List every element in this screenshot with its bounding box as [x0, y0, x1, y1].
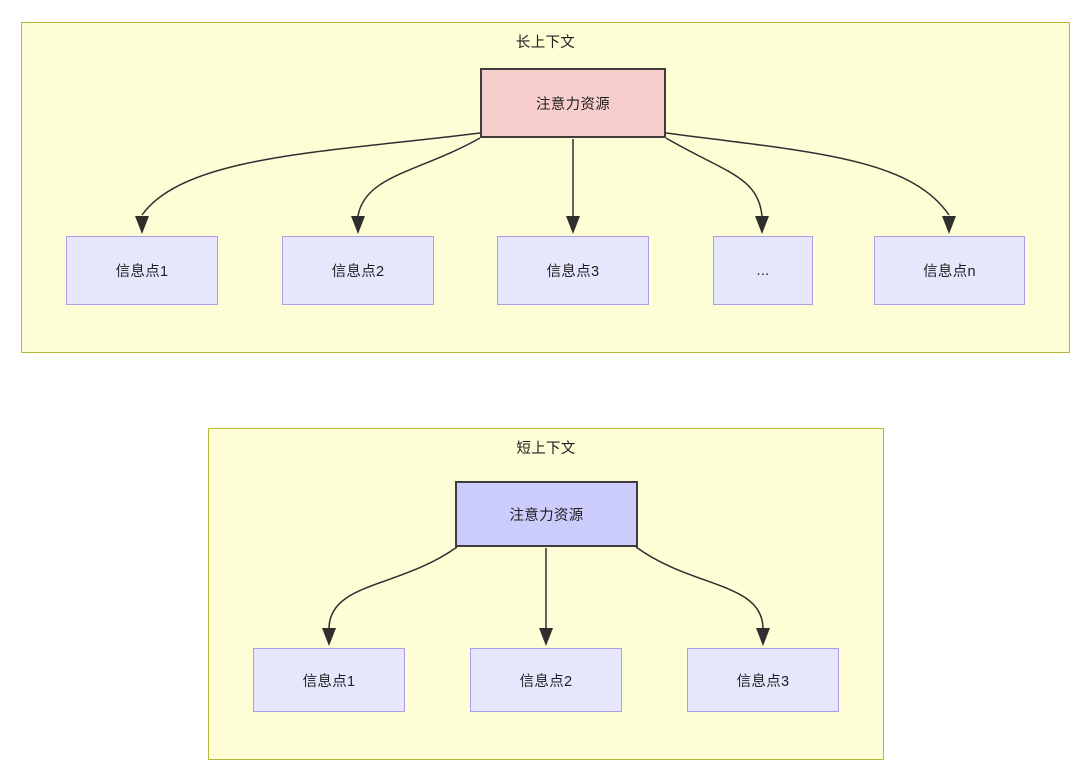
node-label: 信息点1 [302, 673, 356, 690]
node-long-info-ellipsis[interactable]: ... [713, 236, 813, 305]
node-label: 注意力资源 [509, 507, 584, 524]
node-label: 注意力资源 [536, 96, 610, 113]
node-long-info-2[interactable]: 信息点2 [282, 236, 434, 305]
node-short-info-2[interactable]: 信息点2 [470, 648, 622, 712]
node-label: 信息点3 [736, 673, 790, 690]
node-label: ... [756, 262, 770, 279]
node-label: 信息点3 [546, 264, 600, 280]
node-label: 信息点2 [519, 673, 573, 690]
panel-long-context-title: 长上下文 [515, 35, 576, 51]
node-long-info-1[interactable]: 信息点1 [66, 236, 218, 305]
node-long-info-n[interactable]: 信息点n [874, 236, 1025, 305]
panel-short-context-title: 短上下文 [516, 441, 576, 457]
node-short-info-1[interactable]: 信息点1 [253, 648, 405, 712]
node-long-info-3[interactable]: 信息点3 [497, 236, 649, 305]
node-short-attention-resource[interactable]: 注意力资源 [455, 481, 638, 547]
node-label: 信息点2 [331, 264, 385, 280]
node-short-info-3[interactable]: 信息点3 [687, 648, 839, 712]
node-label: 信息点1 [115, 264, 169, 280]
node-label: 信息点n [923, 264, 976, 280]
node-long-attention-resource[interactable]: 注意力资源 [480, 68, 666, 138]
